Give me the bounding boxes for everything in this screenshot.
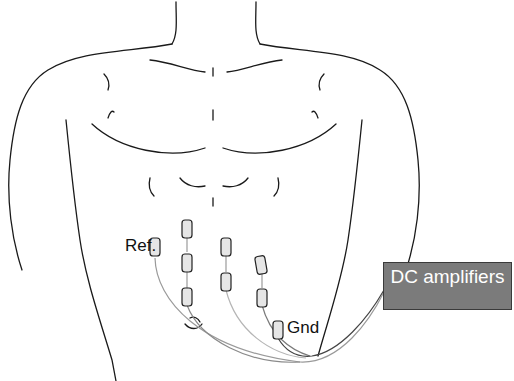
box-label: DC amplifiers xyxy=(390,267,505,287)
torso-outline xyxy=(9,2,420,381)
electrode-wires xyxy=(155,238,384,362)
amplifier-box: DC amplifiers xyxy=(383,262,512,310)
reference-label: Ref. xyxy=(125,236,156,256)
ground-label: Gnd xyxy=(287,318,319,338)
electrodes xyxy=(150,220,283,339)
